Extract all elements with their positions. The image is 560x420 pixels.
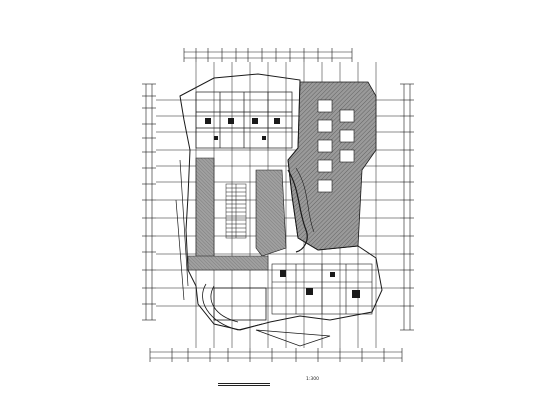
wing-unit [339, 109, 355, 123]
bottom-wedge [255, 329, 331, 347]
drawing-title-block: 1:300 [218, 376, 358, 390]
central-hatched-band [255, 169, 287, 257]
left-dimension-line [145, 84, 153, 320]
lower-right-rooms [271, 263, 373, 315]
wing-unit [339, 129, 355, 143]
wing-unit [317, 99, 333, 113]
bottom-dimension-ticks [149, 348, 403, 362]
wing-unit [339, 149, 355, 163]
right-wing-units [317, 99, 355, 193]
top-dimension-ticks [183, 48, 353, 62]
left-hatched-band [195, 157, 215, 259]
bottom-dimension-line [150, 351, 402, 359]
top-dimension-line [184, 51, 352, 59]
central-stair [225, 183, 247, 239]
upper-room-details [205, 118, 280, 140]
wing-unit [317, 159, 333, 173]
upper-room-block [195, 91, 293, 149]
lower-hatched-strip [187, 255, 269, 271]
title-underline-thin [218, 385, 270, 386]
lower-curved-volume [202, 283, 267, 331]
right-dimension-ticks [400, 83, 414, 331]
wing-unit [317, 119, 333, 133]
left-dimension-ticks [142, 83, 156, 321]
left-slanted-facade [175, 159, 189, 301]
curved-corridor-inner [295, 167, 315, 233]
wing-unit [317, 139, 333, 153]
wing-unit [317, 179, 333, 193]
drawing-scale: 1:300 [306, 377, 319, 382]
title-underline [218, 383, 270, 384]
right-dimension-line [403, 84, 411, 330]
building-outline [179, 73, 383, 331]
curved-corridor [287, 169, 308, 253]
lower-right-details [280, 270, 360, 298]
